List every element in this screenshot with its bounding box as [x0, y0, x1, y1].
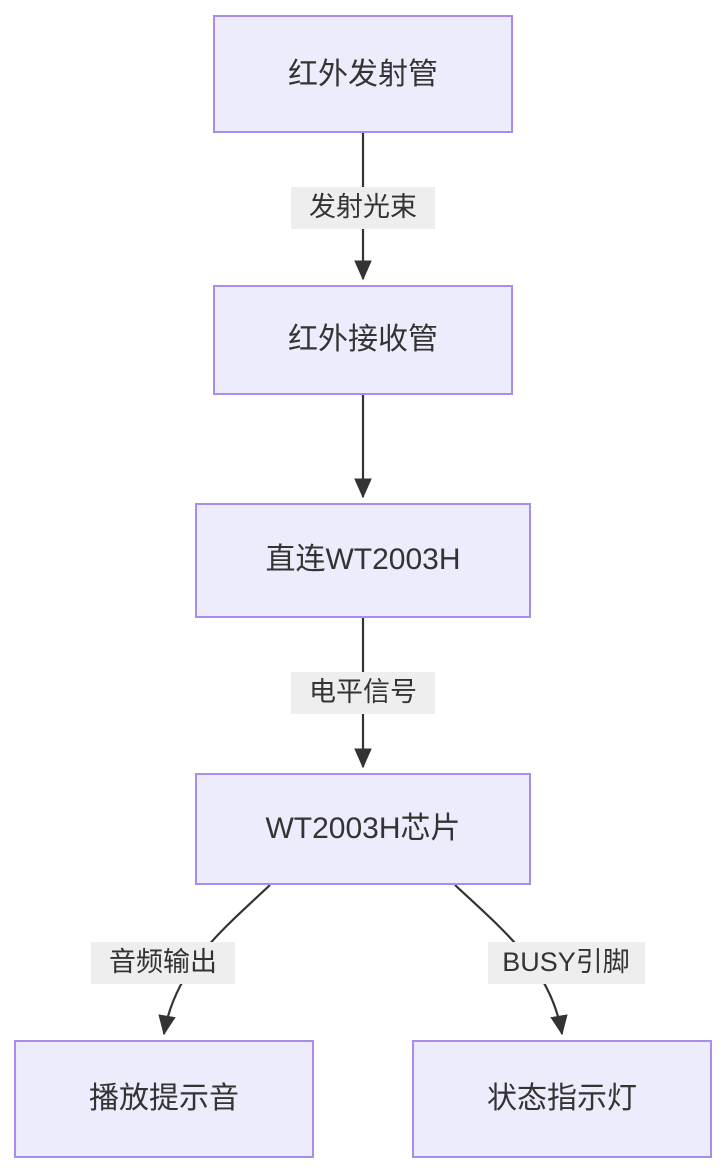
node-direct-connect-wt2003h[interactable]: 直连WT2003H: [195, 503, 531, 618]
node-status-indicator-label: 状态指示灯: [487, 1082, 637, 1115]
edge-label-audio-output: 音频输出: [91, 942, 235, 984]
edge-label-emitted-beam: 发射光束: [291, 187, 435, 229]
node-infrared-emitter[interactable]: 红外发射管: [213, 15, 513, 133]
node-infrared-receiver[interactable]: 红外接收管: [213, 285, 513, 395]
node-infrared-emitter-label: 红外发射管: [288, 58, 438, 91]
node-play-prompt-sound[interactable]: 播放提示音: [14, 1040, 314, 1158]
node-status-indicator[interactable]: 状态指示灯: [412, 1040, 712, 1158]
node-play-prompt-sound-label: 播放提示音: [89, 1082, 239, 1115]
edge-label-group: 发射光束 电平信号 音频输出 BUSY引脚: [91, 187, 645, 984]
edge-label-emitted-beam-text: 发射光束: [309, 192, 417, 222]
edge-label-busy-pin-text: BUSY引脚: [502, 947, 630, 977]
edge-label-busy-pin: BUSY引脚: [488, 942, 645, 984]
node-wt2003h-chip-label: WT2003H芯片: [265, 812, 460, 845]
edge-label-level-signal-text: 电平信号: [309, 677, 417, 707]
edge-label-audio-output-text: 音频输出: [109, 947, 217, 977]
node-infrared-receiver-label: 红外接收管: [288, 323, 438, 356]
node-direct-connect-wt2003h-label: 直连WT2003H: [265, 543, 460, 576]
edge-label-level-signal: 电平信号: [291, 672, 435, 714]
node-group: 红外发射管 红外接收管 直连WT2003H WT2003H芯片 播放提示音 状态: [14, 15, 712, 1158]
node-wt2003h-chip[interactable]: WT2003H芯片: [195, 773, 531, 885]
